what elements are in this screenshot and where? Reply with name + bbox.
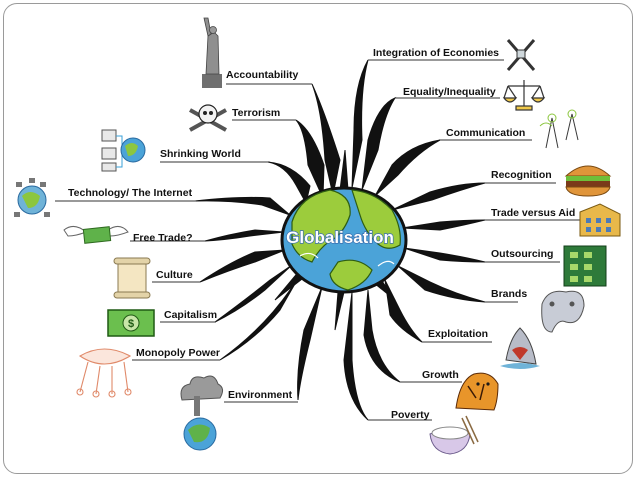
balance-scales-icon bbox=[502, 80, 546, 111]
branch-culture bbox=[199, 249, 286, 283]
puppet-strings-icon bbox=[76, 348, 132, 398]
label-growth: Growth bbox=[422, 369, 459, 381]
branch-shrinking-world bbox=[267, 161, 311, 205]
dollar-bill-icon: $ bbox=[107, 309, 155, 337]
label-capitalism: Capitalism bbox=[164, 309, 217, 321]
svg-text:$: $ bbox=[128, 318, 134, 330]
buildings-icon bbox=[579, 203, 621, 237]
shark-icon bbox=[500, 327, 540, 369]
slide-frame bbox=[3, 3, 633, 474]
center-label: Globalisation bbox=[286, 228, 394, 247]
branch-outsourcing bbox=[403, 247, 486, 263]
globe: Globalisation bbox=[280, 186, 408, 294]
intersection-icon bbox=[506, 39, 536, 71]
label-technology: Technology/ The Internet bbox=[68, 187, 193, 199]
branch-monopoly bbox=[219, 274, 301, 361]
branch-free-trade bbox=[204, 229, 285, 242]
label-accountability: Accountability bbox=[226, 69, 299, 81]
label-integration: Integration of Economies bbox=[373, 47, 499, 59]
tiger-icon bbox=[455, 372, 499, 411]
burger-icon bbox=[564, 165, 612, 197]
branch-environment bbox=[297, 286, 323, 401]
branch-growth bbox=[363, 289, 401, 383]
connector-lines bbox=[55, 59, 580, 421]
label-shrinking-world: Shrinking World bbox=[160, 148, 241, 160]
globe-network-icon bbox=[14, 178, 50, 217]
label-culture: Culture bbox=[156, 269, 193, 281]
game-controller-icon bbox=[541, 290, 585, 333]
branch-communication bbox=[374, 139, 441, 197]
label-recognition: Recognition bbox=[491, 169, 552, 181]
scroll-icon bbox=[113, 257, 151, 299]
label-exploitation: Exploitation bbox=[428, 328, 488, 340]
telecom-towers-icon bbox=[539, 109, 579, 149]
flying-money-icon bbox=[63, 226, 129, 244]
label-free-trade: Free Trade? bbox=[133, 232, 193, 244]
rice-bowl-icon bbox=[429, 415, 479, 455]
branch-spike bbox=[334, 291, 345, 331]
branch-accountability bbox=[311, 83, 341, 196]
branch-recognition bbox=[391, 182, 486, 211]
branch-spike bbox=[339, 149, 349, 191]
label-brands: Brands bbox=[491, 288, 527, 300]
label-monopoly-power: Monopoly Power bbox=[136, 347, 220, 359]
label-trade-aid: Trade versus Aid bbox=[491, 207, 575, 219]
label-communication: Communication bbox=[446, 127, 525, 139]
skull-crossbones-icon bbox=[189, 104, 227, 132]
label-outsourcing: Outsourcing bbox=[491, 248, 553, 260]
circuit-board-icon bbox=[563, 245, 607, 287]
branch-trade-aid bbox=[401, 219, 486, 231]
branch-brands bbox=[397, 265, 486, 303]
label-terrorism: Terrorism bbox=[232, 107, 280, 119]
label-equality: Equality/Inequality bbox=[403, 86, 496, 98]
label-environment: Environment bbox=[228, 389, 293, 401]
label-poverty: Poverty bbox=[391, 409, 430, 421]
branch-poverty bbox=[343, 291, 369, 421]
branch-technology bbox=[194, 196, 291, 216]
statue-of-liberty-icon bbox=[202, 17, 222, 88]
branch-exploitation bbox=[384, 279, 423, 343]
branch-group bbox=[194, 59, 486, 421]
polluted-earth-icon bbox=[180, 375, 224, 451]
networked-computers-icon bbox=[101, 129, 146, 172]
